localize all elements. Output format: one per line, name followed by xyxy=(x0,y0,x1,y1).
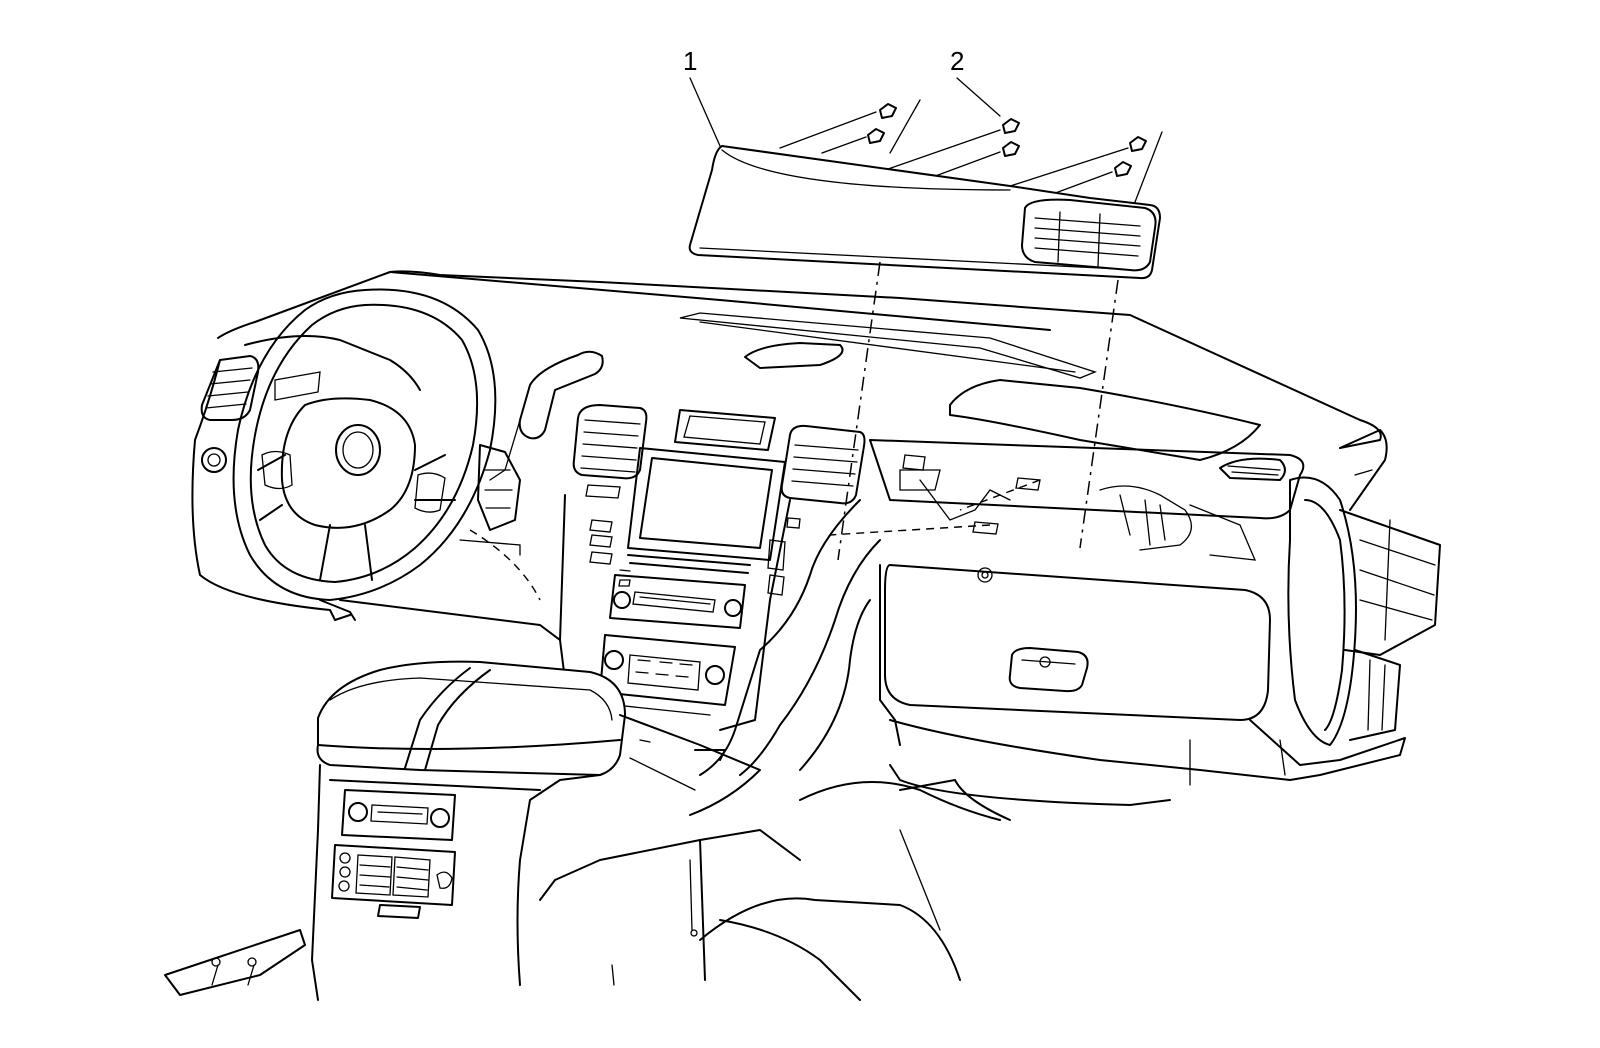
fastener-alignment-lines xyxy=(779,99,1163,216)
instrument-panel-upper-trim-panel xyxy=(688,145,1161,280)
fastener xyxy=(867,128,885,144)
instrument-panel xyxy=(191,270,1441,806)
glove-box xyxy=(884,564,1271,721)
fastener xyxy=(1002,141,1020,157)
fastener xyxy=(1129,136,1147,152)
fasteners xyxy=(867,103,1147,177)
radio-controls xyxy=(609,574,746,629)
center-right-vent xyxy=(780,424,866,505)
trim-panel-air-vent xyxy=(1021,198,1157,272)
callout-1-label: 1 xyxy=(683,46,697,76)
steering-wheel xyxy=(232,288,497,601)
center-console xyxy=(164,660,1011,1001)
callout-2: 2 xyxy=(950,46,1001,117)
rear-air-vents xyxy=(331,844,456,906)
navigation-screen xyxy=(627,447,786,561)
left-headlamp-switch xyxy=(201,447,227,473)
fastener xyxy=(1114,161,1132,177)
steering-wheel-emblem xyxy=(335,424,381,476)
fastener xyxy=(1002,118,1020,134)
info-display-bezel xyxy=(674,409,776,451)
glove-box-handle xyxy=(1008,647,1089,693)
callout-1: 1 xyxy=(683,46,721,147)
steering-column-shroud xyxy=(477,444,521,531)
installation-guide-lines xyxy=(837,261,1119,561)
callout-2-leader xyxy=(956,77,1001,117)
left-air-vent xyxy=(200,355,260,421)
shift-lever xyxy=(489,350,604,481)
rear-audio-controls xyxy=(341,789,456,841)
passenger-speaker-grille xyxy=(949,379,1261,461)
callout-1-leader xyxy=(689,77,721,147)
hvac-controls xyxy=(599,634,736,706)
callout-2-label: 2 xyxy=(950,46,964,76)
right-end-panel xyxy=(1287,429,1441,746)
fastener xyxy=(879,103,897,119)
right-side-air-vent xyxy=(1219,457,1286,481)
center-speaker-grille xyxy=(744,342,844,369)
console-armrest-lid xyxy=(316,660,626,776)
